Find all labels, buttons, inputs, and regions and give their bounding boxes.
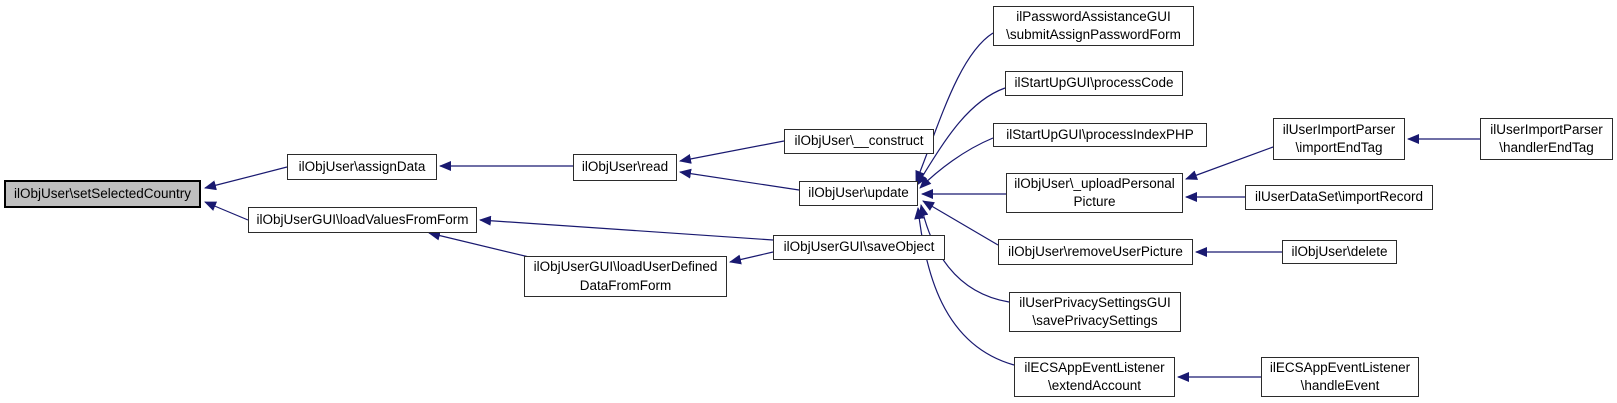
node-label: Picture [1073,194,1116,209]
node-label: ilStartUpGUI\processCode [1014,75,1174,91]
node-construct[interactable]: ilObjUser\__construct [784,129,934,154]
edge-load-user-defined-data-from-form-to-load-values-from-form [428,230,530,258]
node-label: ilUserDataSet\importRecord [1254,189,1424,205]
node-remove-user-picture[interactable]: ilObjUser\removeUserPicture [998,239,1193,265]
edge-import-end-tag-to-upload-personal-picture [1185,146,1274,180]
node-label: ilObjUser\delete [1291,243,1388,259]
node-label: ilObjUserGUI\saveObject [783,239,935,255]
edge-update-to-read [679,168,800,191]
node-label: \submitAssignPasswordForm [1006,27,1181,42]
node-label: ilObjUserGUI\loadValuesFromForm [256,211,469,227]
edge-construct-to-read [679,140,785,164]
node-read[interactable]: ilObjUser\read [573,154,677,181]
node-delete[interactable]: ilObjUser\delete [1282,240,1397,264]
edge-load-values-from-form-to-set-selected-country [204,201,249,221]
node-label: \handlerEndTag [1499,140,1594,155]
node-label: ilUserImportParser [1490,121,1603,137]
node-label: ilObjUser\setSelectedCountry [13,185,192,201]
node-process-code[interactable]: ilStartUpGUI\processCode [1005,71,1183,96]
node-process-index-php[interactable]: ilStartUpGUI\processIndexPHP [993,123,1207,147]
node-assign-data[interactable]: ilObjUser\assignData [287,154,437,180]
node-label: ilObjUser\assignData [298,158,426,174]
node-label: ilStartUpGUI\processIndexPHP [1006,126,1194,142]
node-import-end-tag[interactable]: ilUserImportParser \importEndTag [1273,118,1405,160]
node-label: ilObjUser\read [581,159,669,175]
node-label: \extendAccount [1047,378,1142,393]
node-label: ilObjUserGUI\loadUserDefined [533,259,718,275]
node-load-values-from-form[interactable]: ilObjUserGUI\loadValuesFromForm [248,207,477,233]
node-label: \savePrivacySettings [1032,313,1158,328]
edge-assign-data-to-set-selected-country [204,166,288,191]
edge-save-object-to-load-values-from-form [479,215,774,241]
node-label: ilUserPrivacySettingsGUI [1019,294,1171,310]
node-label: ilECSAppEventListener [1269,359,1411,375]
node-set-selected-country: ilObjUser\setSelectedCountry [4,180,201,208]
node-handler-end-tag[interactable]: ilUserImportParser \handlerEndTag [1480,118,1613,160]
node-label: ilUserImportParser [1282,121,1396,137]
node-submit-assign-password-form[interactable]: ilPasswordAssistanceGUI \submitAssignPass… [993,6,1194,46]
node-label: \importEndTag [1295,140,1383,155]
node-import-record[interactable]: ilUserDataSet\importRecord [1245,185,1433,210]
node-label: ilObjUser\__construct [794,133,924,149]
node-save-object[interactable]: ilObjUserGUI\saveObject [773,235,945,260]
node-label: ilObjUser\update [808,185,909,201]
node-extend-account[interactable]: ilECSAppEventListener \extendAccount [1014,357,1175,397]
node-handle-event[interactable]: ilECSAppEventListener \handleEvent [1261,357,1419,397]
node-update[interactable]: ilObjUser\update [799,181,918,206]
node-label: ilObjUser\removeUserPicture [1008,243,1183,259]
node-label: ilECSAppEventListener [1024,359,1165,375]
edge-extend-account-to-update [914,207,1015,366]
node-label: ilPasswordAssistanceGUI [1016,8,1171,24]
node-save-privacy-settings[interactable]: ilUserPrivacySettingsGUI \savePrivacySett… [1009,292,1181,332]
edge-submit-assign-password-form-to-update [915,32,994,183]
node-label: ilObjUser\_uploadPersonal [1014,175,1175,191]
edge-save-object-to-load-user-defined-data-from-form [729,251,774,265]
node-label: \handleEvent [1300,378,1380,393]
node-label: DataFromForm [579,277,672,293]
